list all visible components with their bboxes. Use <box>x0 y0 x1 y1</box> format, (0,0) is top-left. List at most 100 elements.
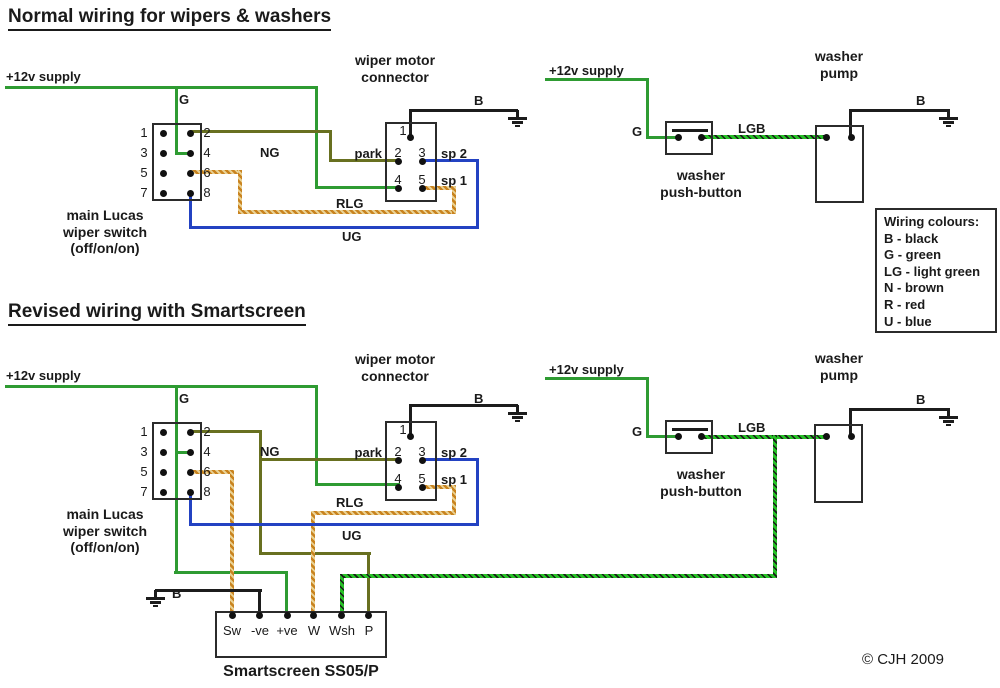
wire-green <box>175 152 192 155</box>
switch-pin-number: 2 <box>203 125 211 140</box>
washer-button-caption: washer push-button <box>660 167 742 200</box>
wire-ug <box>189 193 192 229</box>
pin-dot <box>160 469 167 476</box>
switch-pin-number: 1 <box>140 424 148 439</box>
switch-pin-number: 4 <box>203 444 211 459</box>
pin-dot <box>419 484 426 491</box>
washer-push-button-box <box>665 420 713 454</box>
legend-entry: G - green <box>884 247 942 263</box>
pin-dot <box>187 429 194 436</box>
pin-dot <box>160 150 167 157</box>
wire-rlg <box>190 170 242 174</box>
lucas-switch-caption: main Lucas wiper switch (off/on/on) <box>62 506 148 555</box>
pin-dot <box>160 170 167 177</box>
wire-ug <box>189 523 479 526</box>
wire-label-ug: UG <box>342 229 362 244</box>
wire-label-g: G <box>632 124 643 139</box>
wiper-motor-connector-box <box>385 421 437 501</box>
supply-label: +12v supply <box>6 69 81 84</box>
wire-ng <box>190 130 332 133</box>
legend-entry: R - red <box>884 296 926 312</box>
smartscreen-box <box>215 611 387 658</box>
wire-ng <box>190 430 262 433</box>
terminal-label-pos: +ve <box>276 623 298 638</box>
wire-lgb <box>701 135 827 139</box>
wire-rlg <box>311 511 315 617</box>
wire-label-b: B <box>916 93 926 108</box>
wire-green <box>285 571 288 618</box>
ground-symbol <box>937 110 960 127</box>
switch-pin-number: 3 <box>140 444 148 459</box>
terminal-dot <box>284 612 291 619</box>
wire-black <box>409 404 412 435</box>
wiper-motor-connector-box <box>385 122 437 202</box>
switch-pin-number: 5 <box>140 165 148 180</box>
wire-rlg <box>452 186 456 214</box>
park-label: park <box>354 445 382 460</box>
pin-dot <box>419 158 426 165</box>
pin-dot <box>848 134 855 141</box>
wire-label-b: B <box>172 586 182 601</box>
legend-entry: N - brown <box>884 280 944 296</box>
pin-dot <box>675 134 682 141</box>
ground-symbol <box>937 409 960 426</box>
wire-ug <box>476 458 479 526</box>
wire-green <box>646 136 680 139</box>
pin-dot <box>187 449 194 456</box>
pin-dot <box>160 489 167 496</box>
wire-label-rlg: RLG <box>336 495 364 510</box>
wire-green <box>646 377 649 438</box>
wire-ug <box>421 458 478 461</box>
pin-dot <box>848 433 855 440</box>
pin-dot <box>395 457 402 464</box>
terminal-label-wsh: Wsh <box>329 623 355 638</box>
wire-label-g: G <box>179 92 190 107</box>
pin-dot <box>419 457 426 464</box>
pin-dot <box>187 170 194 177</box>
wire-rlg <box>230 470 234 617</box>
wire-black <box>849 408 950 411</box>
terminal-label-neg: -ve <box>250 623 270 638</box>
wire-rlg <box>238 170 242 214</box>
terminal-dot <box>229 612 236 619</box>
connector-pin-number: 1 <box>399 123 407 138</box>
wire-rlg <box>421 186 456 190</box>
pin-dot <box>160 449 167 456</box>
sp2-label: sp 2 <box>441 146 468 161</box>
terminal-dot <box>338 612 345 619</box>
wire-label-b: B <box>474 391 484 406</box>
pin-dot <box>187 469 194 476</box>
washer-pump-caption: washer pump <box>814 48 864 81</box>
pin-dot <box>395 158 402 165</box>
wire-green <box>545 377 649 380</box>
wire-label-b: B <box>474 93 484 108</box>
switch-pin-number: 8 <box>203 484 211 499</box>
legend-entry: LG - light green <box>884 263 981 279</box>
wire-rlg <box>190 470 234 474</box>
park-label: park <box>354 146 382 161</box>
legend-entry: U - blue <box>884 313 932 329</box>
pin-dot <box>407 433 414 440</box>
connector-pin-number: 3 <box>418 444 426 459</box>
wire-ug <box>189 226 479 229</box>
pin-dot <box>187 489 194 496</box>
washer-pump-box <box>814 424 863 503</box>
wire-green <box>646 435 680 438</box>
pin-dot <box>395 185 402 192</box>
wire-lgb <box>773 435 777 578</box>
wire-green <box>315 385 318 486</box>
wire-label-ng: NG <box>260 444 280 459</box>
wire-rlg <box>238 210 456 214</box>
wire-ug <box>189 492 192 526</box>
motor-connector-caption: wiper motor connector <box>354 351 436 384</box>
connector-pin-number: 5 <box>418 172 426 187</box>
wire-lgb <box>701 435 827 439</box>
pin-dot <box>698 134 705 141</box>
terminal-dot <box>256 612 263 619</box>
switch-pin-number: 5 <box>140 464 148 479</box>
smartscreen-caption: Smartscreen SS05/P <box>223 663 379 680</box>
legend-title: Wiring colours: <box>884 214 980 229</box>
wire-green <box>5 385 318 388</box>
pin-dot <box>395 484 402 491</box>
